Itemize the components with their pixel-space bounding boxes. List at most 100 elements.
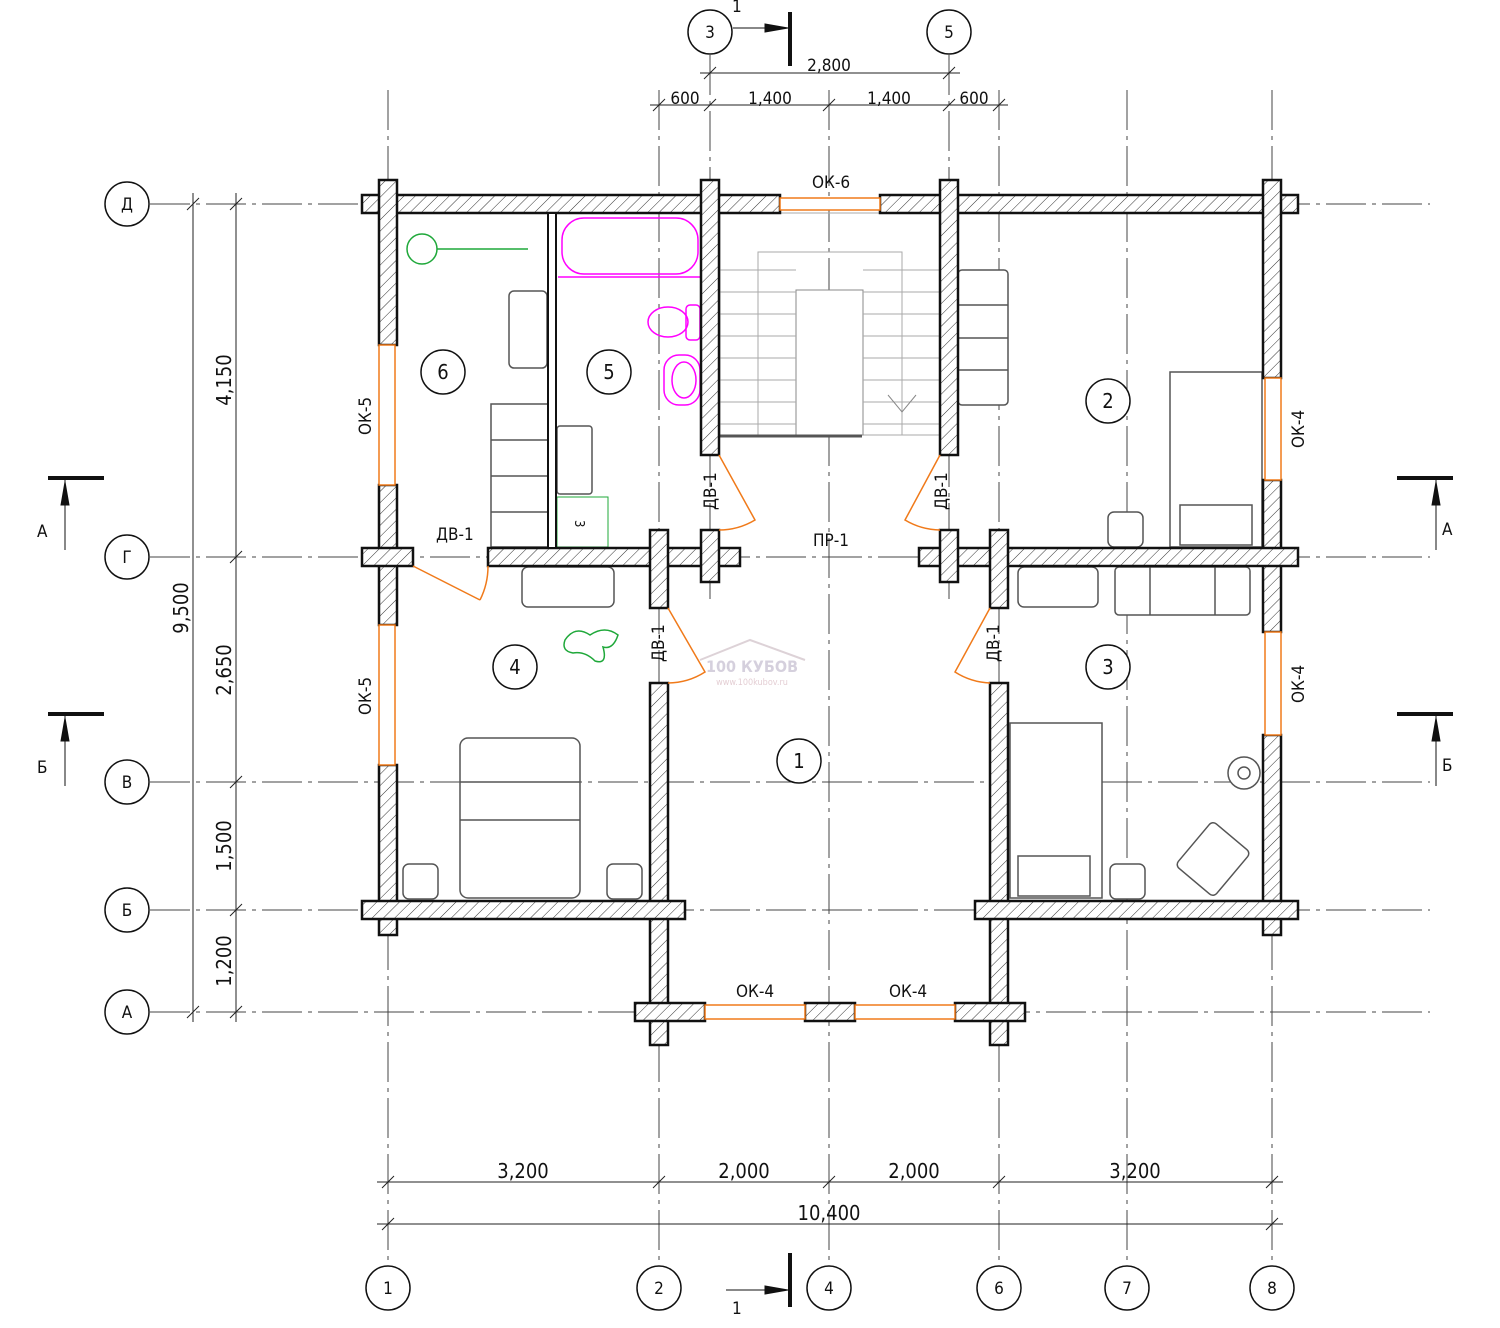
dimension-tick <box>992 1175 1006 1189</box>
door-label-room5: ДВ-1 <box>701 472 721 510</box>
wall-segment <box>988 681 1010 1047</box>
svg-text:3: 3 <box>1102 655 1113 679</box>
svg-text:3: 3 <box>705 23 715 43</box>
dimension-tick <box>186 1005 200 1019</box>
svg-text:1: 1 <box>793 749 804 773</box>
dim-bottom-3: 2,000 <box>888 1159 940 1183</box>
room-marker-5: 5 <box>586 349 632 395</box>
dimension-tick <box>229 550 243 564</box>
door-label-room3: ДВ-1 <box>984 624 1004 662</box>
axis-marker-6: 6 <box>976 1265 1022 1311</box>
axis-marker-8: 8 <box>1249 1265 1295 1311</box>
window-label-ok4-right-upper: ОК-4 <box>1289 410 1309 448</box>
svg-text:2: 2 <box>1102 389 1113 413</box>
dimension-tick <box>652 98 666 112</box>
wall-segment <box>917 546 1300 568</box>
opening-labels: ОК-6 ОК-5 ОК-5 ОК-4 ОК-4 ОК-4 ОК-4 ДВ-1 … <box>356 173 1309 1002</box>
axis-marker-d: Д <box>104 181 150 227</box>
staircase <box>719 212 941 438</box>
wall-segment <box>988 528 1010 610</box>
dimension-tick <box>229 1005 243 1019</box>
svg-text:2: 2 <box>654 1279 664 1299</box>
dimension-tick <box>381 1175 395 1189</box>
dim-left-4: 1,200 <box>212 935 236 987</box>
wall-segment <box>360 546 415 568</box>
dimension-tick <box>703 98 717 112</box>
window-label-ok6: ОК-6 <box>812 173 850 193</box>
dim-left-2: 2,650 <box>212 644 236 696</box>
dim-bottom-4: 3,200 <box>1109 1159 1161 1183</box>
dimension-tick <box>186 197 200 211</box>
room-marker-2: 2 <box>1085 378 1131 424</box>
section-a-left: А <box>37 522 48 542</box>
wall-segment <box>633 1001 707 1023</box>
section-a-right: А <box>1442 520 1453 540</box>
dimension-tick <box>942 66 956 80</box>
wall-segment <box>699 528 721 584</box>
dimension-tick <box>992 98 1006 112</box>
svg-text:Д: Д <box>121 195 133 215</box>
walls <box>360 178 1300 1047</box>
dim-top-4: 600 <box>959 89 988 109</box>
svg-text:6: 6 <box>994 1279 1004 1299</box>
section-1-bottom: 1 <box>732 1299 742 1319</box>
wall-segment <box>377 178 399 347</box>
section-b-right: Б <box>1442 756 1453 776</box>
plumbing <box>558 217 701 406</box>
svg-text:100 КУБОВ: 100 КУБОВ <box>706 657 798 676</box>
section-markers: А Б А Б 1 1 <box>37 0 1453 1319</box>
passage-label: ПР-1 <box>813 531 849 551</box>
door-label-room6: ДВ-1 <box>436 525 474 545</box>
dimension-tick <box>1265 1217 1279 1231</box>
svg-text:7: 7 <box>1122 1279 1132 1299</box>
dim-left-1: 4,150 <box>212 354 236 406</box>
dim-bottom-overall: 10,400 <box>798 1201 861 1225</box>
partition-wall <box>547 212 557 549</box>
dim-bottom-1: 3,200 <box>497 1159 549 1183</box>
svg-text:5: 5 <box>944 23 954 43</box>
axis-marker-5: 5 <box>926 9 972 55</box>
wall-segment <box>938 528 960 584</box>
svg-text:А: А <box>122 1003 133 1023</box>
axis-markers: 1 2 3 4 5 6 7 8 Д Г В Б А <box>104 9 1295 1311</box>
door-label-room4: ДВ-1 <box>649 624 669 662</box>
axis-marker-1: 1 <box>365 1265 411 1311</box>
dimension-tick <box>822 1175 836 1189</box>
wall-segment <box>803 1001 857 1023</box>
wall-segment <box>973 899 1300 921</box>
wall-segment <box>486 546 742 568</box>
wall-segment <box>699 178 721 457</box>
axis-marker-3: 3 <box>687 9 733 55</box>
axis-marker-2: 2 <box>636 1265 682 1311</box>
section-b-left: Б <box>37 758 48 778</box>
door-label-room2: ДВ-1 <box>932 472 952 510</box>
svg-text:8: 8 <box>1267 1279 1277 1299</box>
svg-text:В: В <box>122 773 133 793</box>
dim-top-overall: 2,800 <box>807 56 851 76</box>
axis-marker-7: 7 <box>1104 1265 1150 1311</box>
wall-segment <box>648 681 670 1047</box>
room-marker-1: 1 <box>776 738 822 784</box>
room-marker-6: 6 <box>420 349 466 395</box>
axis-marker-b: Б <box>104 887 150 933</box>
dimension-tick <box>229 775 243 789</box>
dim-left-overall: 9,500 <box>169 582 193 634</box>
window-label-ok4-bottom-left: ОК-4 <box>736 982 774 1002</box>
dim-left-3: 1,500 <box>212 820 236 872</box>
dim-top-1: 600 <box>670 89 699 109</box>
window-label-ok4-bottom-right: ОК-4 <box>889 982 927 1002</box>
window-label-ok5-upper: ОК-5 <box>356 397 376 435</box>
svg-text:4: 4 <box>824 1279 834 1299</box>
wall-segment <box>1261 178 1283 380</box>
dimension-tick <box>1265 1175 1279 1189</box>
wall-segment <box>953 1001 1027 1023</box>
window-label-ok4-right-lower: ОК-4 <box>1289 665 1309 703</box>
dim-top-2: 1,400 <box>748 89 792 109</box>
watermark: 100 КУБОВ www.100kubov.ru <box>699 638 806 688</box>
dimension-tick <box>942 98 956 112</box>
room-markers: 1 2 3 4 5 6 <box>420 349 1131 784</box>
svg-text:www.100kubov.ru: www.100kubov.ru <box>716 678 788 688</box>
dim-top-3: 1,400 <box>867 89 911 109</box>
room-marker-4: 4 <box>492 644 538 690</box>
